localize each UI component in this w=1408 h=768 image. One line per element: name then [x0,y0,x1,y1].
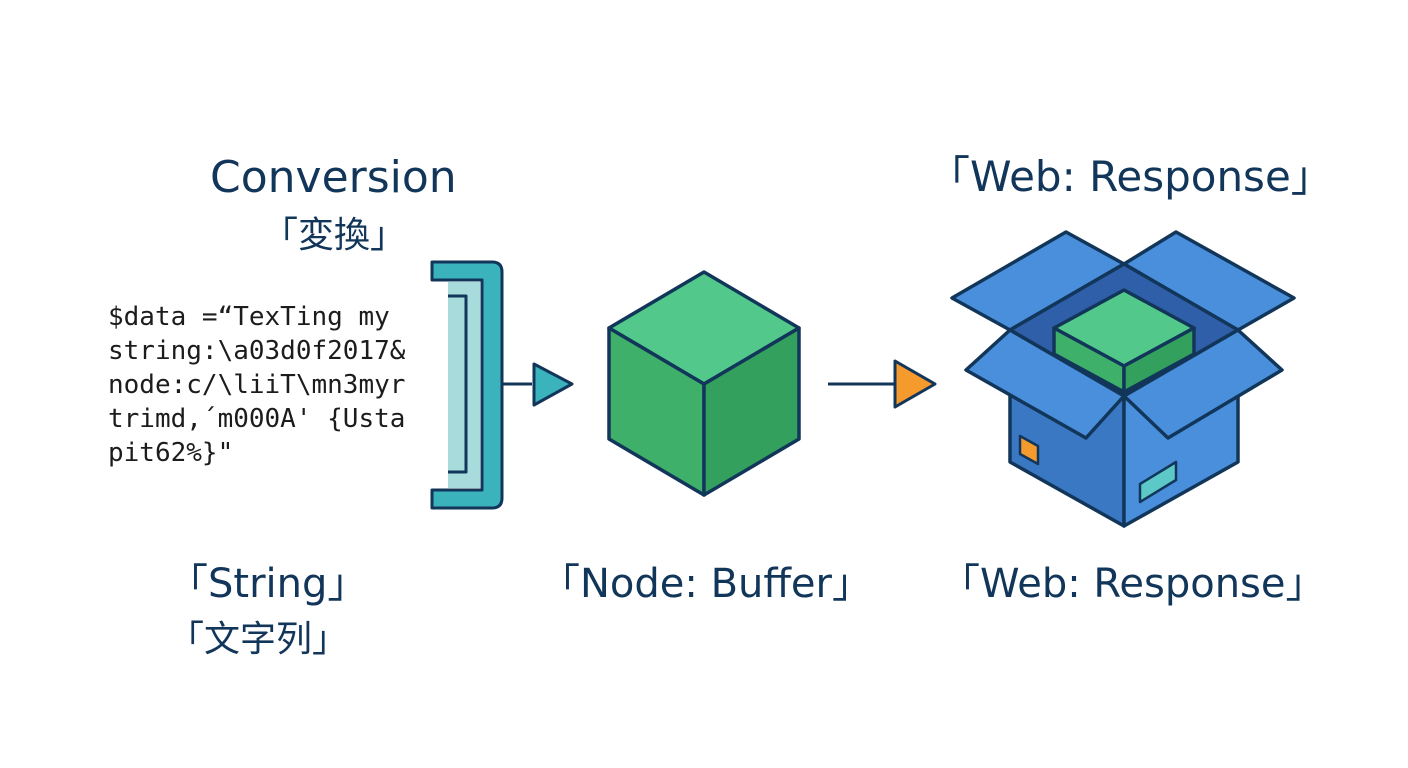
node-buffer-label: 「Node: Buffer」 [540,561,872,607]
open-box-icon [950,230,1296,528]
code-line-4: trimd,´m000A' {Usta [108,404,406,434]
conversion-label: Conversion [210,152,457,203]
web-response-bottom-label: 「Web: Response」 [940,561,1326,607]
code-line-2: string:\a03d0f2017& [108,336,406,366]
conversion-label-jp: 「変換」 [262,215,407,256]
code-line-3: node:c/\liiT\mn3myr [108,370,406,400]
string-label-jp: 「文字列」 [168,619,349,660]
cube-icon [607,270,801,497]
arrow-right-icon [502,362,574,407]
code-line-5: pit62%}" [108,438,234,468]
string-code-block: $data =“TexTing my string:\a03d0f2017& n… [108,300,438,470]
code-line-1: $data =“TexTing my [108,302,390,332]
string-label: 「String」 [168,561,368,607]
arrow-right-icon [828,359,937,409]
web-response-top-label: 「Web: Response」 [928,152,1333,201]
bracket-icon [430,260,504,510]
